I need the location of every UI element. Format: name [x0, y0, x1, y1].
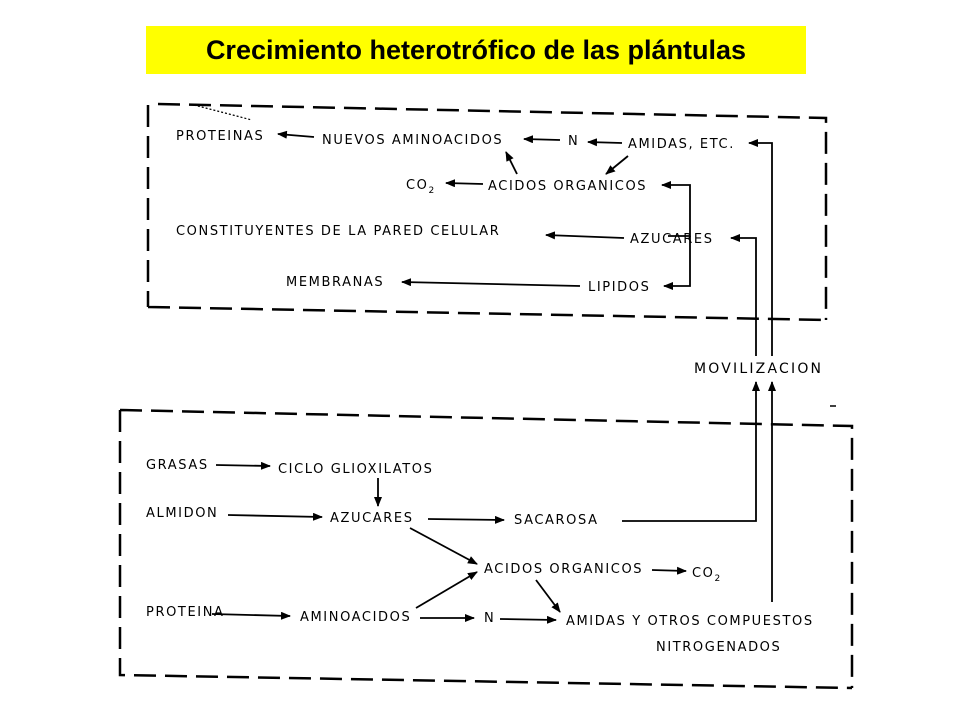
- label-ciclo-glioxilatos: CICLO GLIOXILATOS: [278, 462, 433, 477]
- arrow-almidon-to-azucares: [227, 512, 323, 521]
- label-acidos-organicos-upper: ACIDOS ORGANICOS: [488, 179, 647, 194]
- arrow-proteina-to-aminoacidos: [211, 611, 291, 620]
- arrow-azucares-to-acidos: [409, 527, 478, 565]
- label-nuevos-aminoacidos: NUEVOS AMINOACIDOS: [322, 133, 503, 148]
- seedling-box: [146, 102, 828, 322]
- label-proteinas: PROTEINAS: [176, 129, 264, 144]
- label-almidon: ALMIDON: [146, 506, 218, 521]
- label-amidas-otros: AMIDAS Y OTROS COMPUESTOS: [566, 614, 814, 629]
- label-sacarosa: SACAROSA: [514, 513, 599, 528]
- label-azucares-upper: AZUCARES: [630, 232, 714, 247]
- bracket-azucares-to-lipidos: [663, 236, 691, 290]
- label-lipidos: LIPIDOS: [588, 280, 650, 295]
- arrow-acidos-to-amidas: [535, 579, 561, 613]
- label-movilizacion: MOVILIZACION: [694, 361, 823, 377]
- movilizacion-to-amidas: [748, 139, 773, 356]
- sacarosa-to-movilizacion: [622, 381, 760, 522]
- reserve-section: GRASAS CICLO GLIOXILATOS ALMIDON AZUCARE…: [146, 381, 836, 655]
- pen-mark: [193, 104, 253, 121]
- title-banner: Crecimiento heterotrófico de las plántul…: [146, 26, 806, 74]
- label-co2-lower: CO2: [692, 566, 722, 584]
- bracket-azucares-to-acidos: [661, 181, 691, 237]
- arrow-to-proteinas: [277, 130, 315, 139]
- arrow-to-nuevos-aminoacidos: [523, 135, 561, 144]
- arrow-n-to-amidas: [499, 615, 557, 624]
- arrow-to-n-upper: [587, 138, 623, 147]
- arrow-amidas-to-acidos: [605, 155, 629, 175]
- arrow-to-membranas: [401, 278, 581, 287]
- label-nitrogenados: NITROGENADOS: [656, 640, 781, 655]
- arrow-to-pared-celular: [545, 231, 625, 240]
- arrow-acidos-to-aminoacidos: [505, 151, 518, 175]
- label-n-lower: N: [484, 611, 495, 626]
- label-amidas-etc: AMIDAS, ETC.: [628, 137, 735, 152]
- seedling-section: PROTEINAS NUEVOS AMINOACIDOS N AMIDAS, E…: [176, 104, 773, 356]
- label-azucares-lower: AZUCARES: [330, 511, 414, 526]
- arrow-grasas-to-ciclo: [215, 461, 271, 470]
- label-aminoacidos: AMINOACIDOS: [300, 610, 411, 625]
- label-acidos-organicos-lower: ACIDOS ORGANICOS: [484, 562, 643, 577]
- page-title: Crecimiento heterotrófico de las plántul…: [205, 34, 747, 65]
- label-membranas: MEMBRANAS: [286, 275, 384, 290]
- label-grasas: GRASAS: [146, 458, 209, 473]
- arrow-aminoacidos-to-acidos: [415, 571, 478, 609]
- arrow-azucares-to-sacarosa: [427, 515, 505, 524]
- label-pared-celular: CONSTITUYENTES DE LA PARED CELULAR: [176, 224, 500, 239]
- label-proteina: PROTEINA: [146, 605, 225, 620]
- label-co2-upper: CO2: [406, 178, 436, 196]
- arrow-acidos-to-co2: [651, 566, 687, 575]
- reserve-box: [118, 408, 854, 690]
- label-n-upper: N: [568, 134, 579, 149]
- movilizacion-to-azucares: [730, 234, 757, 356]
- arrow-to-co2-upper: [445, 179, 484, 188]
